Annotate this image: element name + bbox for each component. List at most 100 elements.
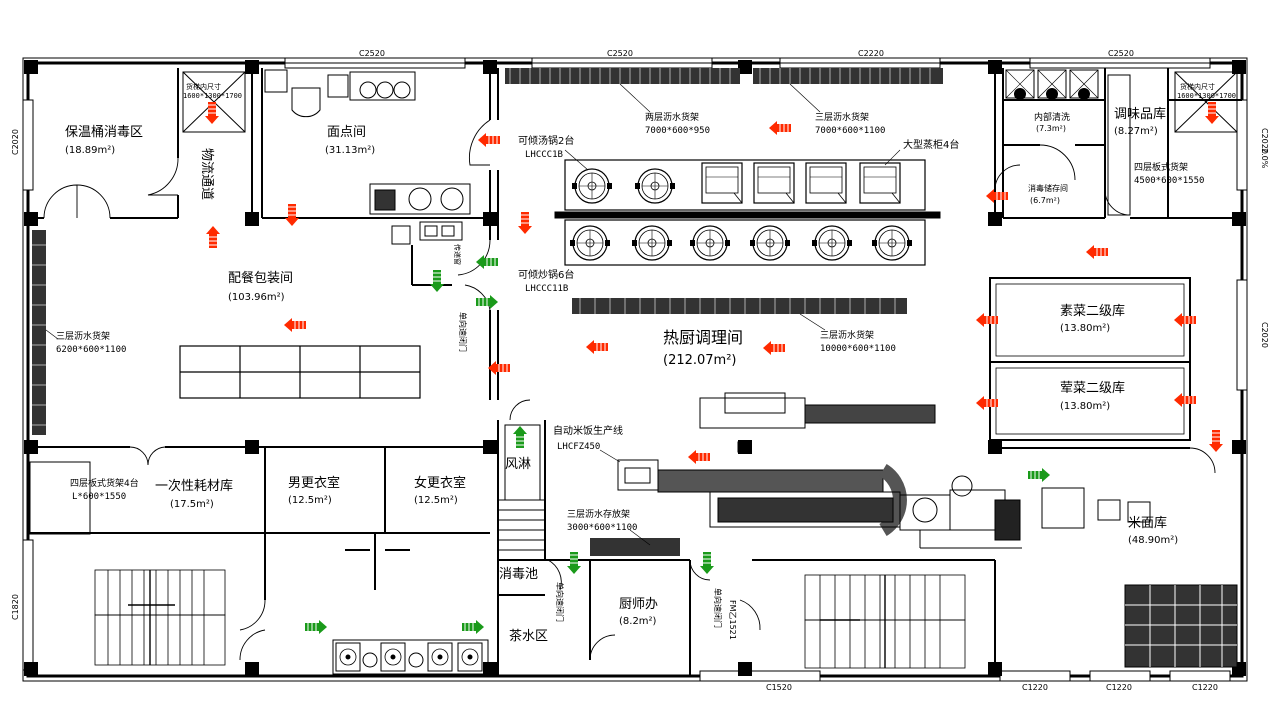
flow-arrow-green-icon (429, 269, 445, 293)
flow-arrow-red-icon (1208, 429, 1224, 453)
shelf-mid-title: 三层沥水货架 (820, 329, 874, 341)
flow-arrow-red-icon (283, 317, 307, 333)
one-way-door-3-label: 单向速闭门 (713, 588, 723, 628)
cooking-line (554, 159, 941, 266)
flow-arrow-red-icon (205, 225, 221, 249)
window-code-w6: C2020 (1260, 128, 1269, 154)
room-internal-wash-area: (7.3m²) (1036, 124, 1066, 133)
window-code-w9: C1520 (766, 683, 792, 692)
rice-line (617, 392, 1022, 549)
shelf-left-dim: 6200*600*1100 (56, 345, 126, 355)
room-insulated-disinfect-area: (18.89m²) (65, 145, 115, 156)
room-chef-office-area: (8.2m²) (619, 616, 657, 627)
room-internal-wash: 内部清洗 (1034, 111, 1070, 123)
flow-arrow-red-icon (477, 132, 501, 148)
shelf-left-title: 三层沥水货架 (56, 330, 110, 342)
flow-arrow-red-icon (975, 395, 999, 411)
room-disinfect-pool: 消毒池 (499, 567, 538, 582)
shelf-consumables-dim: L*600*1550 (72, 492, 126, 502)
room-male-locker-area: (12.5m²) (288, 495, 332, 506)
air-shower (498, 424, 545, 551)
shelf-consumables-title: 四层板式货架4台 (70, 477, 139, 489)
flow-arrow-green-icon (304, 619, 328, 635)
window-code-w12: C1220 (1192, 683, 1218, 692)
room-male-locker: 男更衣室 (288, 475, 340, 491)
room-meat-store: 荤菜二级库 (1060, 380, 1125, 396)
room-insulated-disinfect: 保温桶消毒区 (65, 125, 143, 140)
elevator-right-label: 货梯内尺寸 (1180, 82, 1215, 91)
flow-arrow-red-icon (284, 203, 300, 227)
steamer-label: 大型蒸柜4台 (903, 138, 959, 151)
shelf-drain-dim: 3000*600*1100 (567, 523, 637, 533)
room-chef-office: 厨师办 (619, 597, 658, 612)
fm-door-label: FM乙1521 (728, 600, 737, 640)
room-pastry-area: (31.13m²) (325, 145, 375, 156)
soup-pot-model: LHCCC1B (525, 150, 563, 160)
one-way-door-2-label: 单向速闭门 (555, 582, 565, 622)
window-code-w2: C2520 (607, 49, 633, 58)
flow-arrow-green-icon (475, 254, 499, 270)
window-code-w5: C2020 (11, 129, 20, 155)
windows (22, 57, 1248, 682)
flow-arrow-green-icon (1027, 467, 1051, 483)
flow-arrow-red-icon (768, 120, 792, 136)
shelf-seasoning-title: 四层板式货架 (1134, 161, 1188, 173)
room-hot-kitchen: 热厨调理间 (663, 328, 743, 347)
room-female-locker: 女更衣室 (414, 475, 466, 491)
rice-line-model: LHCFZ450 (557, 442, 600, 452)
cold-stores (989, 277, 1191, 441)
room-disinfect-storage-area: (6.7m²) (1030, 196, 1060, 205)
shelf-top2-dim: 7000*600*1100 (815, 126, 885, 136)
shelf-top1-title: 两层沥水货架 (645, 111, 699, 123)
steamers (701, 162, 901, 204)
window-code-w10: C1220 (1022, 683, 1048, 692)
window-code-w1: C2520 (359, 49, 385, 58)
flow-arrow-green-icon (566, 551, 582, 575)
room-air-shower: 风淋 (505, 457, 531, 472)
shelf-mid-dim: 10000*600*1100 (820, 344, 896, 354)
one-way-door-1-label: 单向速闭门 (458, 312, 468, 352)
pass-window-label: 传递窗 (453, 244, 462, 265)
elevator-left-label: 货梯内尺寸 (186, 82, 221, 91)
room-packaging-area: (103.96m²) (228, 292, 285, 303)
rice-line-label: 自动米饭生产线 (553, 424, 623, 437)
room-veg-store-area: (13.80m²) (1060, 323, 1110, 334)
flow-arrow-green-icon (512, 425, 528, 449)
flow-arrow-red-icon (985, 188, 1009, 204)
window-code-w8: C1820 (11, 594, 20, 620)
window-code-w4: C2520 (1108, 49, 1134, 58)
room-pastry: 面点间 (327, 125, 366, 140)
flow-arrow-red-icon (517, 211, 533, 235)
wash-units (1005, 69, 1099, 101)
tea-sinks (332, 639, 489, 675)
doors (43, 119, 1216, 661)
flow-arrow-red-icon (1173, 392, 1197, 408)
room-hot-kitchen-area: (212.07m²) (663, 353, 737, 368)
room-meat-store-area: (13.80m²) (1060, 401, 1110, 412)
shelf-top2-title: 三层沥水货架 (815, 111, 869, 123)
elevator-right (1174, 71, 1238, 133)
room-rice-flour-area: (48.90m²) (1128, 535, 1178, 546)
shelf-top1-dim: 7000*600*950 (645, 126, 710, 136)
flow-arrow-red-icon (585, 339, 609, 355)
wok-model: LHCCC11B (525, 284, 568, 294)
elevator-right-dim: 1600*1300*1700 (1177, 92, 1236, 100)
room-rice-flour: 米面库 (1128, 515, 1167, 531)
elevator-left-dim: 1600*1300*1700 (183, 92, 242, 100)
window-code-w7: C2020 (1260, 322, 1269, 348)
shelves (29, 68, 1131, 556)
shelf-hatching (32, 68, 931, 426)
flow-arrow-red-icon (1085, 244, 1109, 260)
room-packaging: 配餐包装间 (228, 270, 293, 286)
interior-walls (28, 68, 1242, 676)
shelf-drain-title: 三层沥水存放架 (567, 508, 630, 520)
room-disinfect-storage: 消毒储存间 (1028, 183, 1068, 193)
flow-arrow-red-icon (687, 449, 711, 465)
stairs-right (804, 574, 966, 669)
packing-tables (179, 345, 421, 399)
room-consumables: 一次性耗材库 (155, 478, 233, 494)
soup-pots (571, 168, 676, 204)
pastry-equipment (264, 69, 471, 245)
woks (569, 225, 913, 261)
